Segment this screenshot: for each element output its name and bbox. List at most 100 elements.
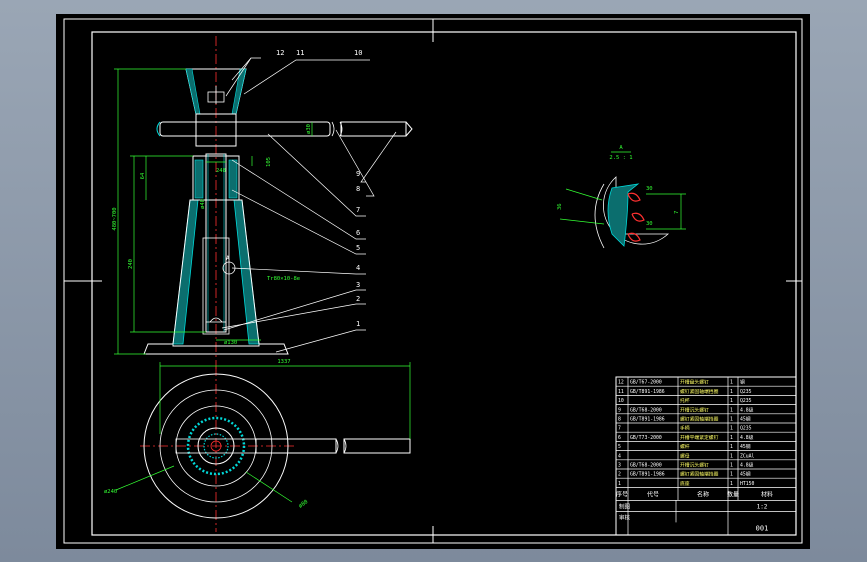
part-cell-qty: 1 — [730, 481, 733, 487]
balloon-5[interactable]: 5 — [356, 244, 360, 252]
balloon-9[interactable]: 9 — [356, 170, 360, 178]
section-a-view — [594, 176, 670, 249]
balloon-10[interactable]: 10 — [354, 49, 362, 57]
dim-upper: 64 — [140, 172, 146, 179]
part-cell-mat: Q235 — [740, 398, 752, 404]
section-dim-b: 7 — [674, 211, 680, 214]
part-cell-mat: Q235 — [740, 426, 752, 432]
part-cell-name: 开槽平端紧定螺钉 — [680, 434, 719, 441]
section-a-hatch — [607, 183, 640, 247]
view-marker-a: A — [226, 255, 230, 262]
balloon-1[interactable]: 1 — [356, 320, 360, 328]
part-cell-name: 手柄 — [680, 425, 690, 432]
header-cell-no: 序号 — [616, 490, 628, 498]
part-cell-qty: 1 — [730, 407, 733, 413]
front-view — [143, 36, 413, 369]
part-cell-qty: 1 — [730, 389, 733, 395]
part-cell-name: 开槽盘头螺钉 — [680, 379, 709, 386]
dim-base-dia: ø240 — [104, 489, 117, 495]
dim-thread: Tr80×10-8e — [267, 276, 300, 282]
part-cell-mat: ZCuAl — [740, 453, 755, 459]
part-cell-code: GB/T73-2000 — [630, 435, 662, 441]
part-cell-no: 3 — [618, 463, 621, 469]
part-cell-mat: 4.8级 — [740, 462, 754, 469]
part-cell-code: GB/T891-1986 — [630, 417, 665, 423]
scale-value: 1:2 — [757, 503, 768, 510]
balloon-6[interactable]: 6 — [356, 229, 360, 237]
part-cell-name: 底座 — [680, 480, 690, 487]
dim-handle-len: 1337 — [277, 359, 290, 365]
handle-end — [156, 121, 161, 137]
part-cell-name: 螺杆 — [680, 443, 690, 450]
part-cell-qty: 1 — [730, 380, 733, 386]
part-cell-no: 10 — [618, 398, 624, 404]
top-handle-bar — [255, 438, 337, 454]
section-label-scale: 2.5 : 1 — [609, 155, 632, 161]
dim-bar-dia: ø30 — [306, 124, 312, 134]
part-cell-qty: 1 — [730, 472, 733, 478]
part-cell-code: GB/T67-2000 — [630, 380, 662, 386]
section-dimensions — [559, 151, 686, 230]
dim-overall-height: 480~700 — [112, 207, 118, 230]
row-label-draw: 制图 — [619, 502, 631, 510]
part-cell-no: 1 — [618, 481, 621, 487]
header-cell-mat: 材料 — [761, 490, 773, 498]
leaders — [221, 57, 397, 353]
part-cell-no: 12 — [618, 380, 624, 386]
inner-window — [202, 237, 230, 335]
part-cell-qty: 1 — [730, 463, 733, 469]
part-cell-no: 5 — [618, 444, 621, 450]
part-cell-mat: 钢 — [740, 379, 745, 386]
part-cell-code: GB/T891-1986 — [630, 389, 665, 395]
balloon-11[interactable]: 11 — [296, 49, 304, 57]
nut-section-right — [228, 159, 238, 199]
part-cell-qty: 1 — [730, 444, 733, 450]
part-cell-name: 开槽沉头螺钉 — [680, 406, 709, 413]
part-cell-no: 2 — [618, 472, 621, 478]
balloon-3[interactable]: 3 — [356, 281, 360, 289]
dim-minor2: 248 — [216, 168, 226, 174]
drawing-number: 001 — [756, 524, 769, 532]
part-cell-name: 开槽沉头螺钉 — [680, 462, 709, 469]
header-cell-name: 名称 — [697, 490, 709, 498]
part-cell-name: 螺钉紧固轴端挡圈 — [680, 416, 719, 423]
part-cell-no: 7 — [618, 426, 621, 432]
part-cell-code: GB/T891-1986 — [630, 472, 665, 478]
part-cell-qty: 1 — [730, 453, 733, 459]
row-label-check: 审核 — [619, 513, 631, 521]
part-cell-qty: 1 — [730, 435, 733, 441]
part-cell-mat: 45钢 — [740, 443, 751, 450]
part-cell-name: 托杯 — [680, 397, 690, 404]
part-cell-mat: 45钢 — [740, 471, 751, 478]
part-cell-qty: 1 — [730, 417, 733, 423]
handle-bar — [159, 121, 331, 137]
dim-minor1: 105 — [266, 157, 272, 167]
section-label-letter: A — [619, 145, 623, 151]
centering-marks — [64, 19, 802, 543]
balloon-4[interactable]: 4 — [356, 264, 360, 272]
balloon-2[interactable]: 2 — [356, 295, 360, 303]
part-cell-name: 螺钉紧固轴端挡圈 — [680, 471, 719, 478]
base-flange — [143, 343, 289, 355]
balloon-7[interactable]: 7 — [356, 206, 360, 214]
balloon-8[interactable]: 8 — [356, 185, 360, 193]
balloon-12[interactable]: 12 — [276, 49, 284, 57]
cad-viewport[interactable]: 480~700 240 64 Tr80×10-8e ø130 ø30 105 2… — [56, 14, 810, 549]
part-cell-name: 螺母 — [680, 452, 690, 459]
part-cell-mat: HT150 — [740, 481, 755, 487]
part-cell-qty: 1 — [730, 398, 733, 404]
part-cell-no: 11 — [618, 389, 624, 395]
sheet-border-inner — [91, 31, 797, 536]
head-collar — [195, 113, 237, 147]
part-cell-mat: 4.8级 — [740, 434, 754, 441]
dim-bolt-circle: ø80 — [298, 499, 310, 510]
section-dim-c: 30 — [646, 186, 653, 192]
part-cell-mat: Q235 — [740, 389, 752, 395]
dim-travel: 240 — [128, 259, 134, 269]
dim-base-bore: ø130 — [224, 340, 237, 346]
dim-screw-small: ø48 — [200, 199, 206, 209]
part-cell-code: GB/T68-2000 — [630, 407, 662, 413]
nut-section-left — [194, 159, 204, 199]
section-dim-d: 30 — [646, 221, 653, 227]
